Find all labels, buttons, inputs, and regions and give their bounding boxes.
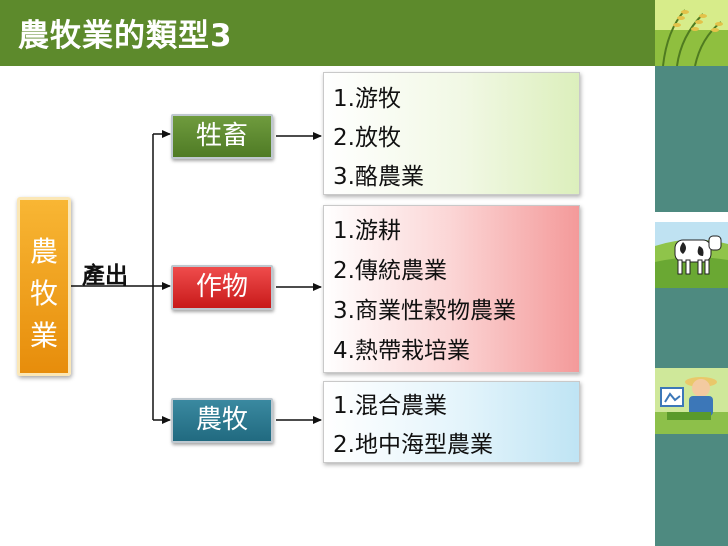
edge-label: 產出 [82,263,128,289]
list-item: 1.游耕 [333,218,401,244]
rice-plant-picture [655,0,728,66]
category-mixed: 農牧 [171,398,273,443]
cow-picture [655,212,728,288]
list-item: 1.混合農業 [333,393,447,419]
list-item: 4.熱帶栽培業 [333,338,470,364]
category-livestock: 牲畜 [171,114,273,159]
root-char: 農 [29,235,58,268]
root-char: 牧 [29,277,58,310]
list-item: 2.放牧 [333,125,401,151]
category-crops: 作物 [171,265,273,310]
list-livestock: 1.游牧 2.放牧 3.酪農業 [323,72,580,195]
list-item: 2.地中海型農業 [333,432,493,458]
list-item: 3.商業性穀物農業 [333,298,516,324]
root-char: 業 [29,319,58,352]
list-item: 2.傳統農業 [333,258,447,284]
title-bar: 農牧業的類型3 [0,0,655,66]
connector-lines [71,130,322,424]
list-item: 1.游牧 [333,86,401,112]
list-mixed: 1.混合農業 2.地中海型農業 [323,381,580,463]
slide-title: 農牧業的類型3 [18,18,233,54]
list-item: 3.酪農業 [333,164,424,190]
list-crops: 1.游耕 2.傳統農業 3.商業性穀物農業 4.熱帶栽培業 [323,205,580,373]
root-node: 農 牧 業 [17,197,71,376]
farmer-picture [655,368,728,434]
